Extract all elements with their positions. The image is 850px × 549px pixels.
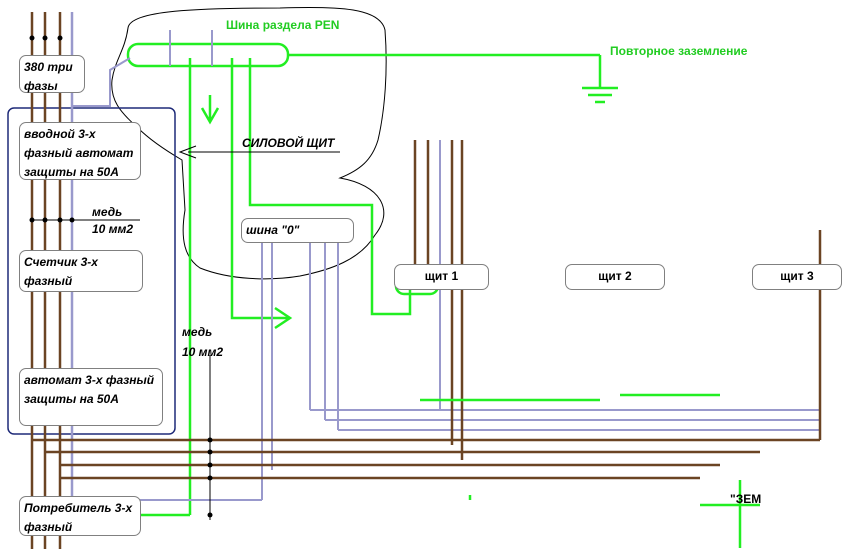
block-supply-text: 380 три фазы bbox=[24, 60, 73, 93]
neutral-wires bbox=[72, 140, 820, 501]
block-supply: 380 три фазы bbox=[19, 55, 85, 93]
copper-upper-label-1: медь bbox=[92, 205, 123, 219]
pen-bus-bar bbox=[126, 42, 290, 68]
panel2-label: щит 2 bbox=[598, 269, 632, 283]
block-consumer: Потребитель 3-х фазный bbox=[19, 496, 141, 536]
block-input-breaker-text: вводной 3-х фазный автомат защиты на 50А bbox=[24, 127, 134, 179]
zero-bus-box: шина "0" bbox=[241, 218, 354, 243]
block-breaker2: автомат 3-х фазный защиты на 50А bbox=[19, 368, 163, 426]
block-meter: Счетчик 3-х фазный bbox=[19, 250, 143, 292]
breaker-frame bbox=[7, 107, 176, 435]
pen-feed-wires bbox=[72, 30, 213, 107]
copper-lower-label-2: 10 мм2 bbox=[182, 345, 224, 359]
zero-bus-label: шина "0" bbox=[246, 223, 300, 237]
copper-lower-label-1: медь bbox=[182, 325, 213, 339]
panel3-box: щит 3 bbox=[752, 264, 842, 290]
re-grounding-label: Повторное заземление bbox=[610, 44, 748, 58]
copper-upper-label-2: 10 мм2 bbox=[92, 222, 134, 236]
panel1-label: щит 1 bbox=[424, 269, 459, 283]
panel2-box: щит 2 bbox=[565, 264, 665, 290]
pen-bus-label: Шина раздела PEN bbox=[226, 18, 340, 32]
block-consumer-text: Потребитель 3-х фазный bbox=[24, 501, 133, 534]
panel1-box: щит 1 bbox=[394, 264, 489, 290]
zero-bottom-label: "ЗЕМ bbox=[730, 492, 762, 506]
power-panel-arrow bbox=[178, 145, 340, 159]
power-panel-label: СИЛОВОЙ ЩИТ bbox=[242, 136, 335, 150]
panel3-label: щит 3 bbox=[780, 269, 814, 283]
green-scraps bbox=[420, 393, 760, 548]
block-breaker2-text: автомат 3-х фазный защиты на 50А bbox=[24, 373, 155, 406]
block-input-breaker: вводной 3-х фазный автомат защиты на 50А bbox=[19, 122, 141, 180]
ground-symbol bbox=[582, 86, 618, 104]
phase-wires-panels bbox=[32, 140, 822, 480]
block-meter-text: Счетчик 3-х фазный bbox=[24, 255, 98, 288]
power-panel-outline bbox=[111, 6, 387, 280]
